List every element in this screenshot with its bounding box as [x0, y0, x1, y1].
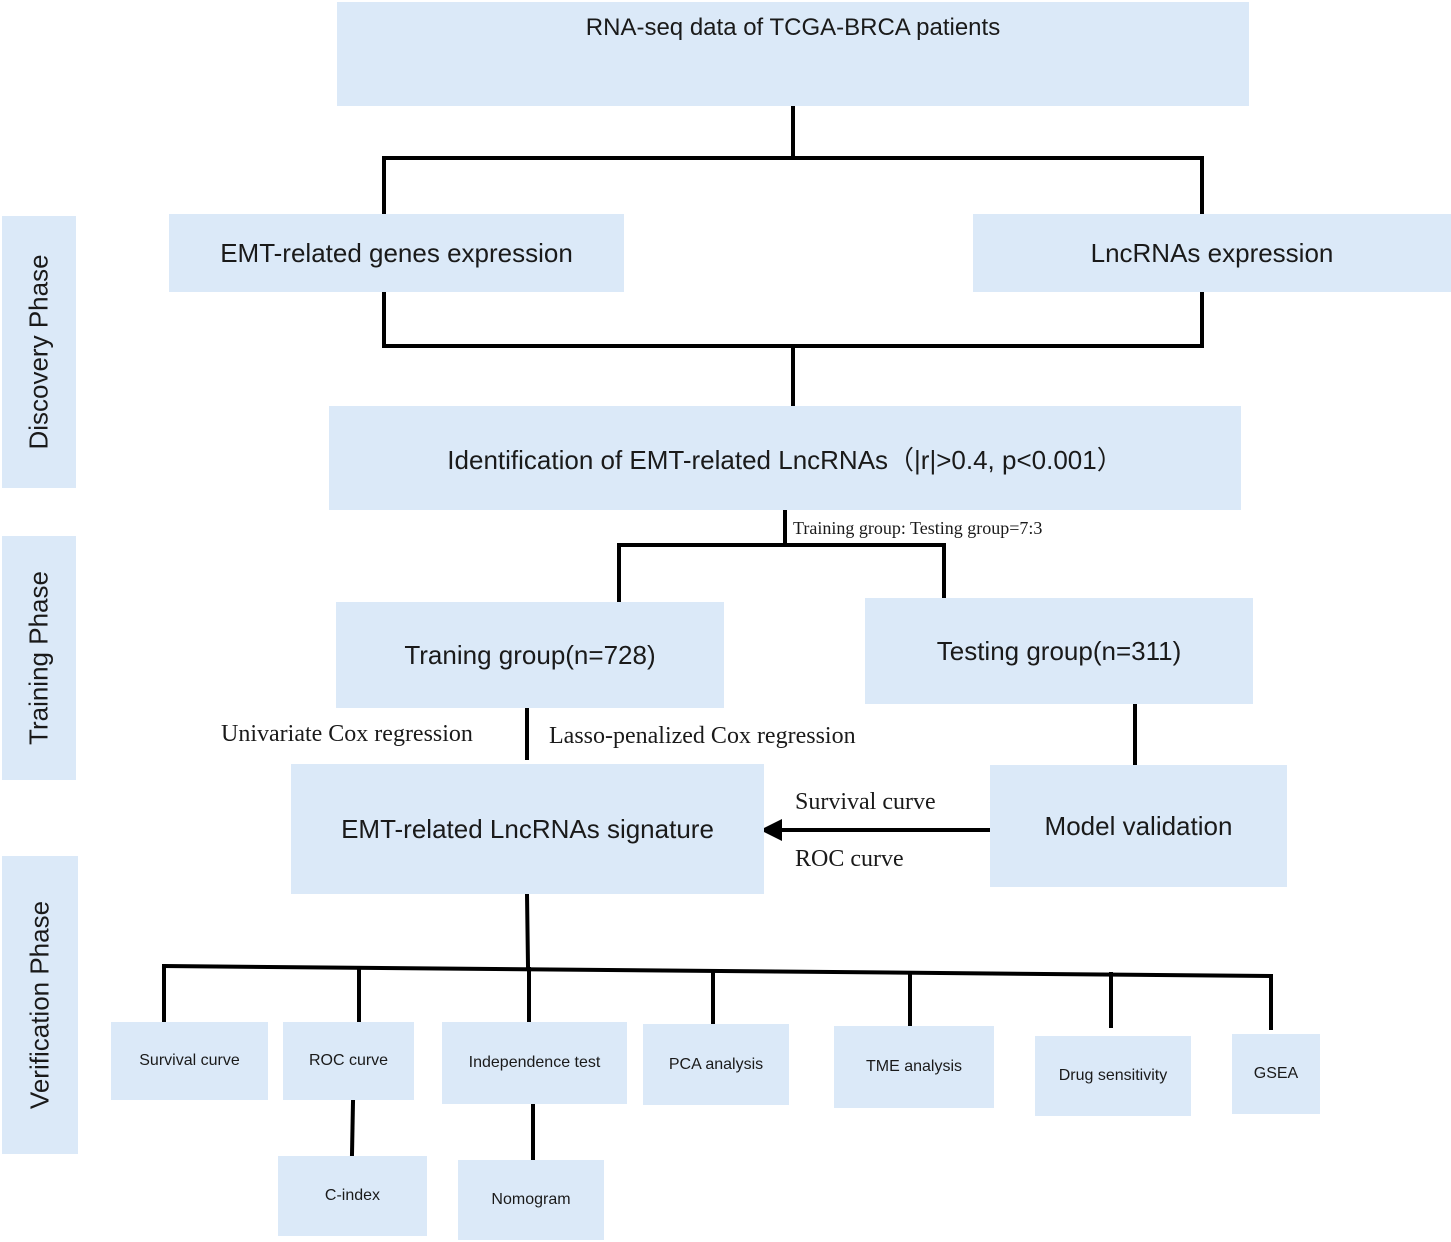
- univariate-cox-label: Univariate Cox regression: [221, 721, 473, 747]
- independence-test-box: Independence test: [442, 1022, 627, 1104]
- emt-genes-label: EMT-related genes expression: [220, 237, 573, 268]
- verification-phase-band: Verification Phase: [2, 856, 78, 1154]
- training-group-label: Traning group(n=728): [404, 639, 656, 670]
- gsea-box: GSEA: [1232, 1034, 1320, 1114]
- pca-analysis-label: PCA analysis: [668, 1055, 764, 1073]
- signature-box: EMT-related LncRNAs signature: [291, 764, 764, 894]
- nomogram-label: Nomogram: [491, 1191, 571, 1208]
- identification-label: Identification of EMT-related LncRNAs（|r…: [447, 444, 1123, 475]
- pca-analysis-box: PCA analysis: [643, 1024, 789, 1105]
- model-validation-label: Model validation: [1044, 810, 1233, 841]
- training-group-box: Traning group(n=728): [336, 602, 724, 708]
- model-validation-box: Model validation: [990, 765, 1287, 887]
- testing-group-label: Testing group(n=311): [936, 635, 1182, 666]
- signature-down-line: [524, 891, 531, 969]
- identification-box: Identification of EMT-related LncRNAs（|r…: [329, 406, 1241, 510]
- tme-analysis-box: TME analysis: [834, 1026, 994, 1108]
- validation-arrow-head: [760, 819, 782, 841]
- rnaseq-label: RNA-seq data of TCGA-BRCA patients: [585, 14, 1001, 41]
- emt-genes-box: EMT-related genes expression: [169, 214, 624, 292]
- lasso-cox-label: Lasso-penalized Cox regression: [549, 723, 856, 749]
- rnaseq-box: RNA-seq data of TCGA-BRCA patients: [337, 2, 1249, 106]
- survival-curve-edge-label: Survival curve: [795, 789, 936, 815]
- drug-sensitivity-box: Drug sensitivity: [1035, 1036, 1191, 1116]
- roc-to-cindex-line: [349, 1099, 356, 1157]
- signature-label: EMT-related LncRNAs signature: [341, 813, 714, 844]
- testing-group-box: Testing group(n=311): [865, 598, 1253, 704]
- nomogram-box: Nomogram: [458, 1160, 604, 1240]
- roc-curve-label: ROC curve: [308, 1052, 389, 1069]
- tme-analysis-label: TME analysis: [865, 1058, 963, 1075]
- lncrnas-label: LncRNAs expression: [1090, 237, 1334, 268]
- lncrnas-box: LncRNAs expression: [973, 214, 1451, 292]
- survival-curve-label: Survival curve: [139, 1052, 240, 1069]
- independence-test-label: Independence test: [468, 1054, 601, 1071]
- split-ratio-label: Training group: Testing group=7:3: [793, 518, 1043, 538]
- survival-curve-box: Survival curve: [111, 1022, 268, 1100]
- c-index-box: C-index: [278, 1156, 427, 1236]
- gsea-label: GSEA: [1253, 1065, 1299, 1082]
- drug-sensitivity-label: Drug sensitivity: [1058, 1067, 1168, 1084]
- roc-curve-edge-label: ROC curve: [795, 846, 904, 872]
- bottom-bus-line: [161, 963, 1274, 979]
- training-phase-band: Training Phase: [2, 536, 76, 780]
- c-index-label: C-index: [324, 1187, 381, 1204]
- discovery-phase-band: Discovery Phase: [2, 216, 76, 488]
- roc-curve-box: ROC curve: [283, 1022, 414, 1100]
